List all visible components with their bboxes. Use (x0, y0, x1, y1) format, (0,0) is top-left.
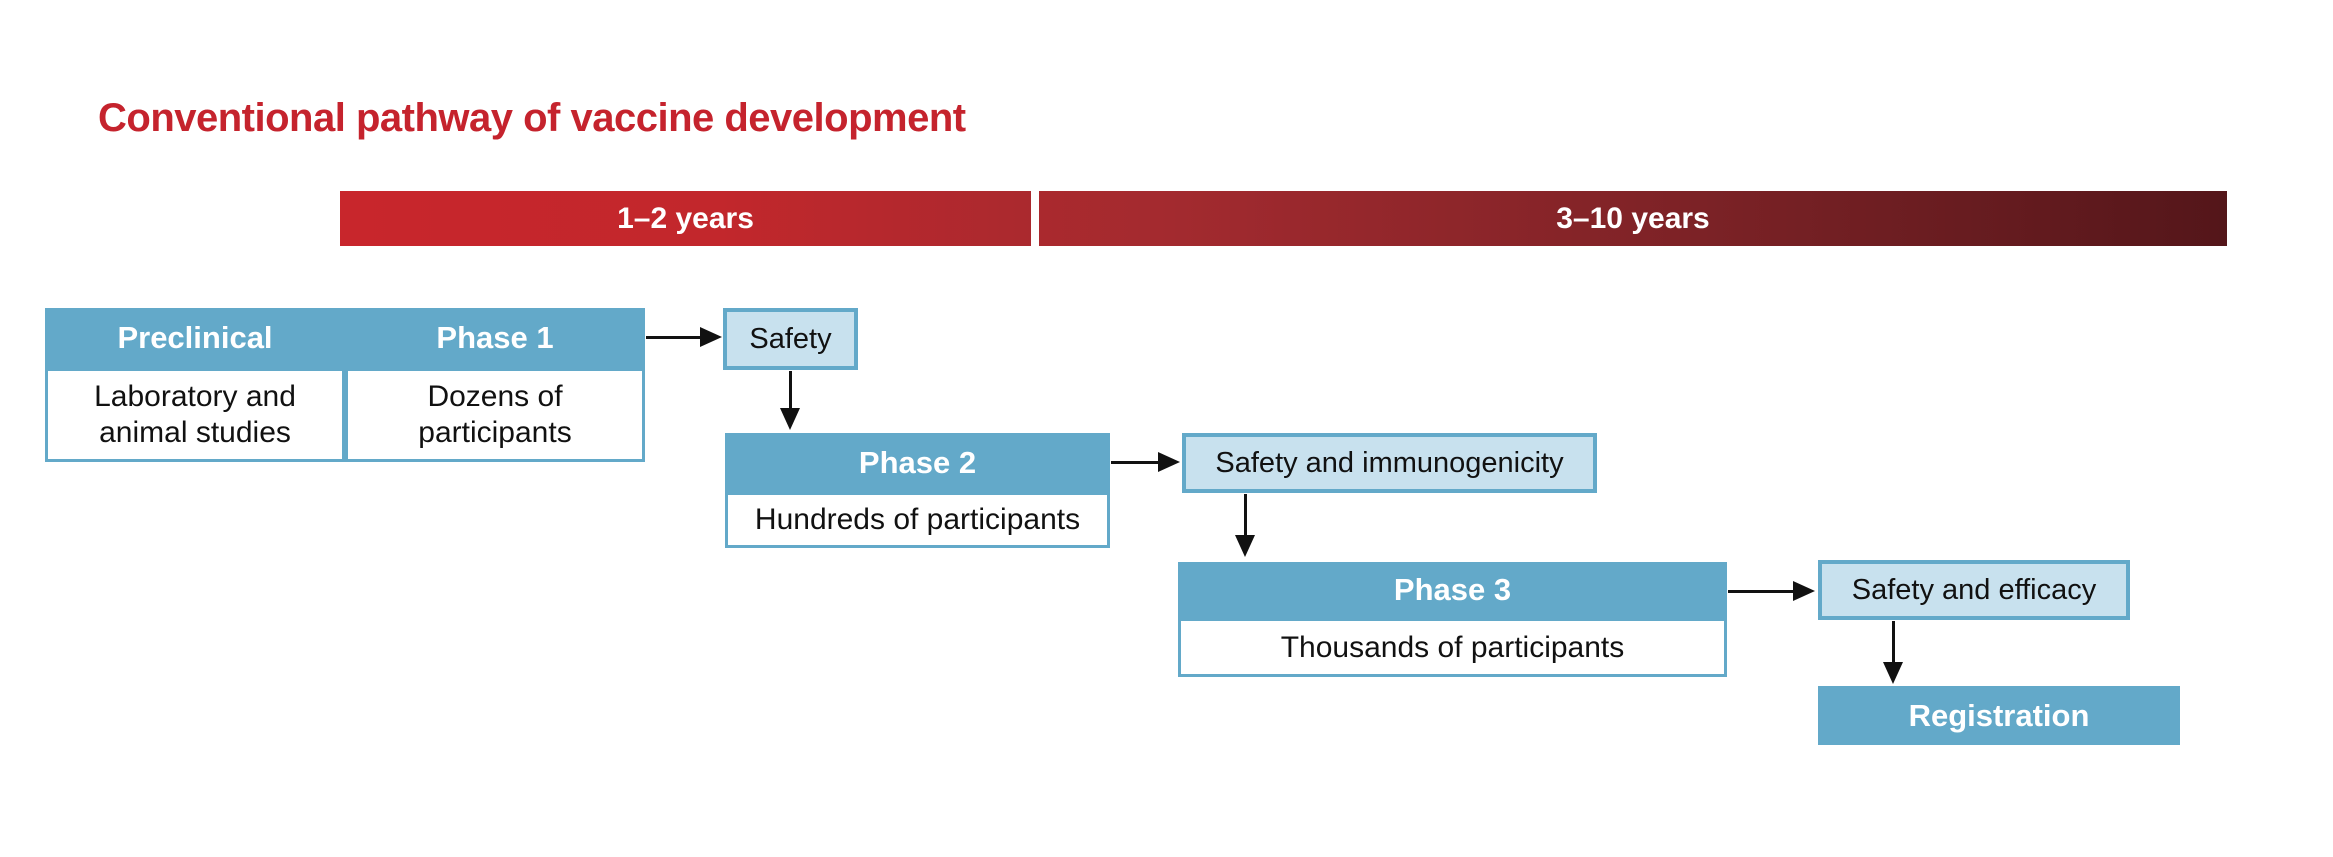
preclinical-body: Laboratory and animal studies (45, 368, 345, 462)
timeline-segment-1-2-years: 1–2 years (617, 201, 754, 235)
preclinical-phase1-header: Preclinical Phase 1 (45, 308, 645, 368)
timeline-segment-3-10-years: 3–10 years (1556, 201, 1710, 235)
timeline-divider (1031, 191, 1039, 246)
registration-box: Registration (1818, 686, 2180, 745)
safety-efficacy-outcome-box: Safety and efficacy (1818, 560, 2130, 620)
safety-immunogenicity-outcome-box: Safety and immunogenicity (1182, 433, 1597, 493)
phase3-header: Phase 3 (1178, 562, 1727, 618)
timeline-bar: 1–2 years 3–10 years (340, 191, 2227, 246)
arrow-safety-immunogenicity-to-phase3 (1235, 494, 1255, 557)
safety-outcome-box: Safety (723, 308, 858, 370)
arrow-phase3-to-safety-efficacy (1728, 581, 1815, 601)
arrow-phase2-to-safety-immunogenicity (1111, 452, 1180, 472)
phase2-header: Phase 2 (725, 433, 1110, 492)
arrow-safety-efficacy-to-registration (1883, 621, 1903, 684)
phase2-body: Hundreds of participants (725, 492, 1110, 548)
phase1-body: Dozens of participants (345, 368, 645, 462)
diagram-title: Conventional pathway of vaccine developm… (98, 96, 966, 140)
preclinical-header-label: Preclinical (117, 320, 273, 355)
arrow-safety-to-phase2 (780, 371, 800, 430)
arrow-phase1-to-safety (646, 327, 722, 347)
phase3-body: Thousands of participants (1178, 618, 1727, 677)
phase1-header-label: Phase 1 (436, 320, 554, 355)
